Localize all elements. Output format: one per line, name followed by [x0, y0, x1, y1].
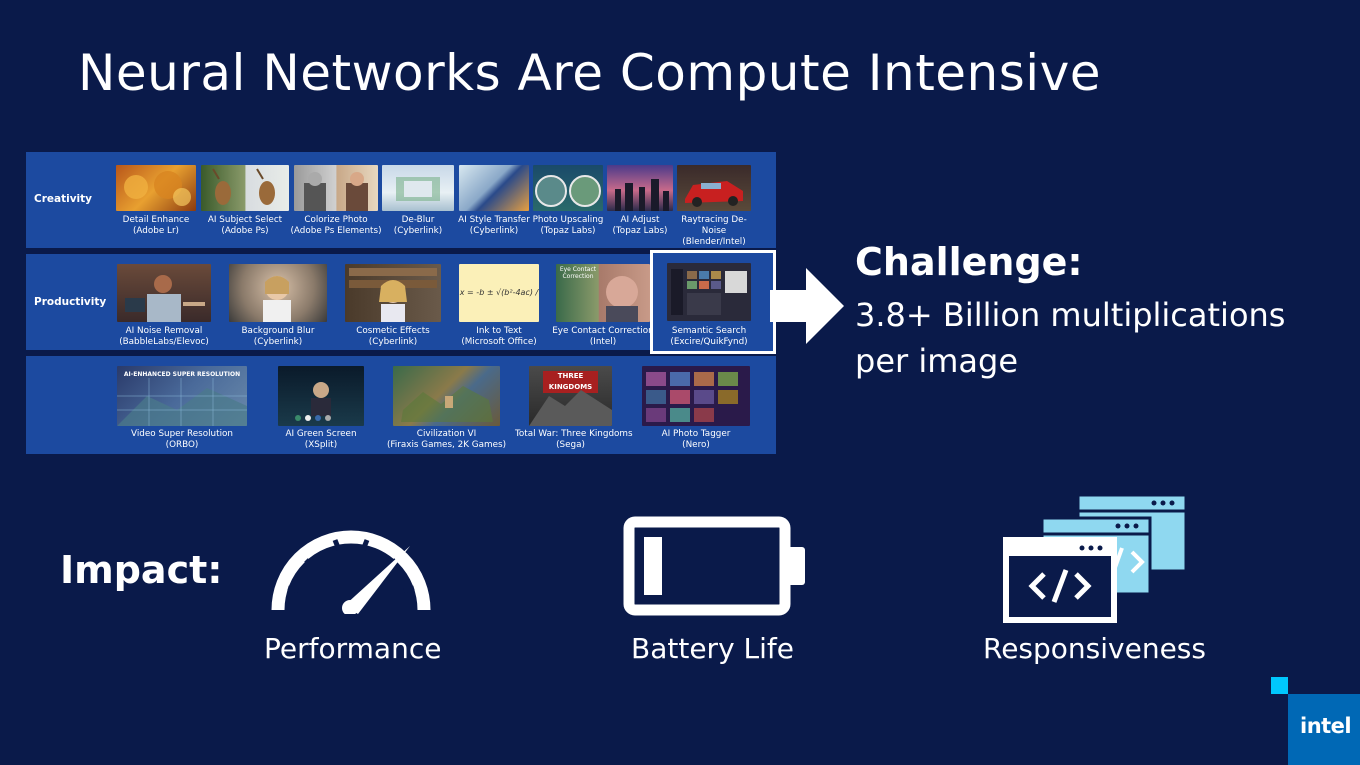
app-caption: Raytracing De-Noise(Blender/Intel): [681, 215, 747, 247]
row-other-apps: AI-ENHANCED SUPER RESOLUTION Video Super…: [26, 356, 776, 454]
intel-logo-text: intel: [1300, 714, 1352, 738]
app-thumbnail: [642, 366, 750, 426]
app-thumbnail: [533, 165, 603, 211]
battery-icon: [623, 516, 805, 616]
app-thumbnail: [117, 264, 211, 322]
impact-label-performance: Performance: [264, 632, 442, 665]
highlight-semantic-search: Semantic Search(Excire/QuikFynd): [650, 250, 776, 354]
app-thumbnail: [294, 165, 378, 211]
app-thumbnail: [382, 165, 454, 211]
app-thumbnail: [677, 165, 751, 211]
app-caption: Eye Contact Correction(Intel): [552, 326, 654, 347]
app-thumbnail: [116, 165, 196, 211]
app-thumbnail: [201, 165, 289, 211]
app-caption: AI Green Screen(XSplit): [285, 429, 357, 450]
app-caption: Cosmetic Effects(Cyberlink): [356, 326, 430, 347]
intel-logo: intel: [1288, 694, 1360, 765]
app-caption: Video Super Resolution(ORBO): [131, 429, 233, 450]
row-label-productivity: Productivity: [34, 296, 107, 308]
slide-title: Neural Networks Are Compute Intensive: [78, 44, 1102, 102]
app-caption: Ink to Text(Microsoft Office): [461, 326, 537, 347]
app-caption: Background Blur(Cyberlink): [241, 326, 315, 347]
app-caption: Colorize Photo(Adobe Ps Elements): [290, 215, 382, 236]
app-caption: AI Photo Tagger(Nero): [661, 429, 731, 450]
app-thumbnail: Eye Contact Correction: [556, 264, 650, 322]
row-label-creativity: Creativity: [34, 193, 93, 205]
app-caption: AI Adjust(Topaz Labs): [612, 215, 668, 236]
app-caption: AI Style Transfer(Cyberlink): [458, 215, 530, 236]
app-caption: AI Subject Select(Adobe Ps): [207, 215, 283, 236]
app-thumbnail: [393, 366, 500, 426]
app-thumbnail: AI-ENHANCED SUPER RESOLUTION: [117, 366, 247, 426]
app-thumbnail: [607, 165, 673, 211]
logo-accent-square: [1271, 677, 1288, 694]
code-windows-icon: [1003, 493, 1188, 623]
app-caption: Photo Upscaling(Topaz Labs): [532, 215, 604, 236]
app-caption: De-Blur(Cyberlink): [393, 215, 443, 236]
arrow-right-icon: [770, 268, 844, 344]
app-examples-grid: Creativity Detail Enhance(Adobe Lr) AI S…: [26, 152, 776, 454]
challenge-text: 3.8+ Billion multiplications per image: [855, 296, 1286, 380]
challenge-heading: Challenge:: [855, 240, 1083, 284]
impact-heading: Impact:: [60, 548, 223, 592]
app-thumbnail: x = -b ± √(b²-4ac) / 2a: [459, 264, 539, 322]
impact-label-battery-life: Battery Life: [631, 632, 794, 665]
impact-label-responsiveness: Responsiveness: [983, 632, 1206, 665]
speedometer-icon: [271, 530, 431, 614]
app-thumbnail: [345, 264, 441, 322]
app-caption: Civilization VI(Firaxis Games, 2K Games): [386, 429, 507, 450]
app-thumbnail: [278, 366, 364, 426]
app-caption: Semantic Search(Excire/QuikFynd): [670, 326, 748, 347]
app-caption: Total War: Three Kingdoms(Sega): [515, 429, 633, 450]
row-creativity: Creativity Detail Enhance(Adobe Lr) AI S…: [26, 152, 776, 248]
app-caption: Detail Enhance(Adobe Lr): [122, 215, 190, 236]
app-thumbnail: [667, 263, 751, 321]
app-caption: AI Noise Removal(BabbleLabs/Elevoc): [119, 326, 209, 347]
app-thumbnail: [229, 264, 327, 322]
app-thumbnail: [459, 165, 529, 211]
app-thumbnail: THREE KINGDOMS: [529, 366, 612, 426]
